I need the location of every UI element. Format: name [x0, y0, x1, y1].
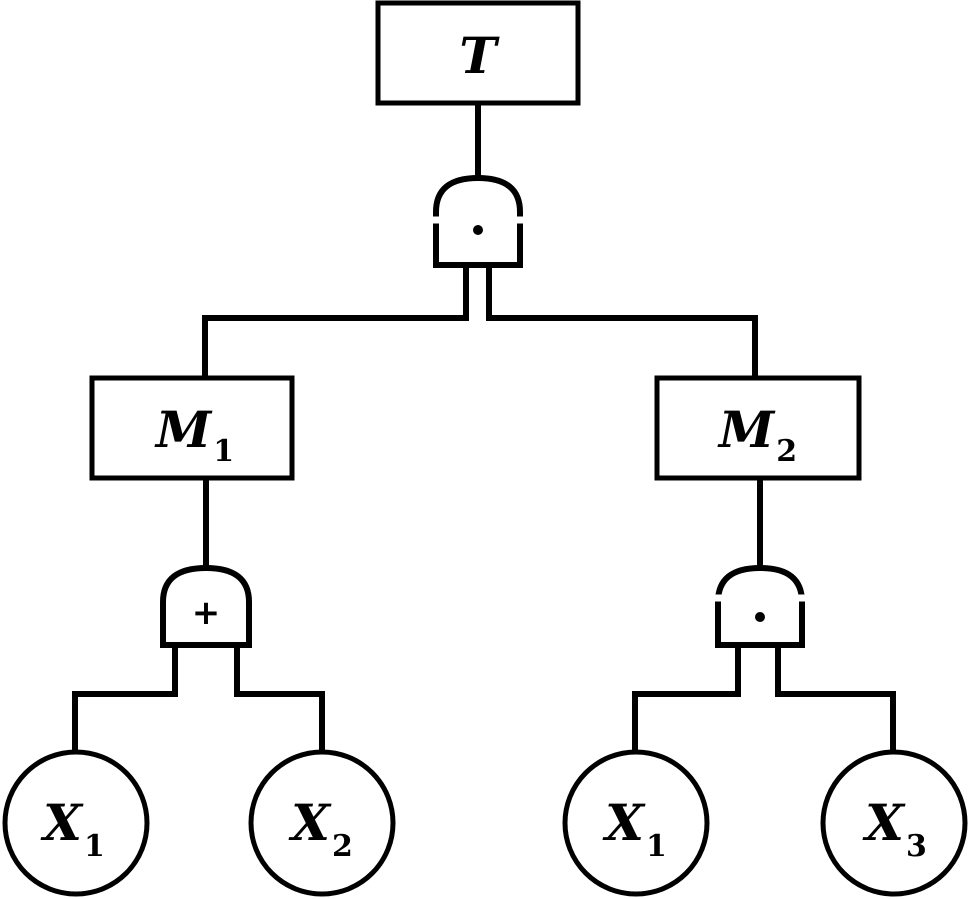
event-letter: X: [862, 793, 906, 852]
svg-text:X1: X1: [40, 793, 105, 864]
event-subscript: 3: [906, 829, 927, 864]
svg-text:X2: X2: [288, 793, 353, 864]
event-subscript: 2: [776, 434, 797, 469]
and-gate-top: [432, 174, 524, 268]
event-letter: X: [288, 793, 332, 852]
or-gate-left: +: [160, 564, 252, 648]
basic-event-x3: X3: [820, 749, 968, 897]
event-letter: M: [154, 400, 213, 459]
and-gate-right: [714, 564, 806, 648]
event-subscript: 1: [646, 829, 667, 864]
basic-event-x1-left: X1: [2, 749, 150, 897]
event-letter: X: [602, 793, 646, 852]
event-subscript: 2: [332, 829, 353, 864]
top-event-label: T: [459, 26, 500, 85]
or-symbol: +: [192, 593, 221, 633]
svg-text:M2: M2: [717, 400, 797, 469]
intermediate-event-m1: M1: [89, 375, 295, 481]
connector-lines: [72, 103, 896, 750]
event-subscript: 1: [213, 434, 234, 469]
event-letter: X: [40, 793, 84, 852]
basic-event-x2: X2: [248, 749, 396, 897]
svg-text:X3: X3: [862, 793, 927, 864]
top-event-box: T: [375, 0, 581, 106]
basic-event-x1-right: X1: [562, 749, 710, 897]
svg-text:X1: X1: [602, 793, 667, 864]
event-subscript: 1: [84, 829, 105, 864]
intermediate-event-m2: M2: [654, 375, 862, 481]
svg-text:M1: M1: [154, 400, 234, 469]
and-symbol-dot: [755, 612, 765, 622]
and-symbol-dot: [473, 225, 483, 235]
event-letter: M: [717, 400, 776, 459]
